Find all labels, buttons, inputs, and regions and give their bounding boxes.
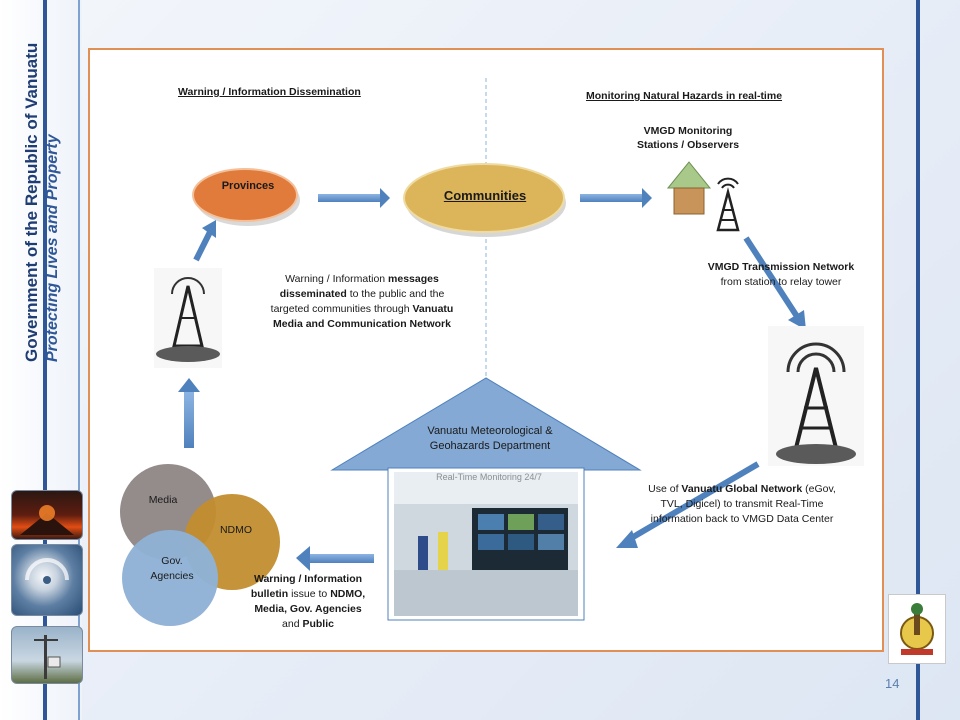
dissemination-text-3: targeted communities through: [270, 303, 413, 315]
arrow-relay-to-building: [616, 461, 760, 548]
slide-frame: Warning / Information Dissemination Moni…: [88, 48, 884, 652]
dissemination-bold-2: disseminated: [279, 288, 347, 300]
coat-of-arms-icon: [888, 594, 946, 664]
transmission-network-title: VMGD Transmission Network: [707, 261, 855, 273]
provinces-shape: [192, 168, 298, 222]
monitoring-stations-line2: Stations / Observers: [636, 139, 740, 151]
gov-agencies-circle-label: Gov. Agencies: [140, 554, 204, 584]
bulletin-bold-2: bulletin: [250, 588, 289, 600]
global-network-text-3: TVL, Digicel) to transmit Real-Time: [660, 498, 824, 510]
arrow-provinces-to-communities: [318, 188, 390, 208]
global-network-bold-1: Vanuatu Global Network: [681, 483, 803, 495]
bulletin-bold-1: Warning / Information: [253, 573, 363, 585]
sidebar-rule-right: [78, 0, 80, 720]
cyclone-thumbnail: [11, 544, 83, 616]
left-section-header: Warning / Information Dissemination: [178, 86, 361, 98]
volcano-thumbnail: [11, 490, 83, 540]
vmgd-building-line1: Vanuatu Meteorological &: [427, 425, 553, 437]
arrow-building-to-circles: [296, 546, 374, 571]
bulletin-bold-3: NDMO,: [330, 588, 366, 600]
global-network-text-1: Use of: [648, 483, 682, 495]
provinces-label: Provinces: [221, 180, 275, 192]
dissemination-text-1: Warning / Information: [285, 273, 389, 285]
global-network-label: Use of Vanuatu Global Network (eGov, TVL…: [624, 482, 860, 527]
dissemination-bold-3: Vanuatu: [412, 303, 454, 315]
arrow-tower-to-provinces: [193, 220, 216, 262]
diagram-canvas: [120, 78, 864, 626]
bulletin-text-2: and: [282, 618, 303, 630]
dissemination-text-2: to the public and the: [346, 288, 445, 300]
left-radio-tower-icon: [154, 268, 222, 368]
sidebar-rule-left: [43, 0, 47, 720]
global-network-text-4: information back to VMGD Data Center: [650, 513, 834, 525]
right-edge-rule: [916, 0, 920, 720]
bulletin-text-1: issue to: [288, 588, 331, 600]
sidebar-title: Government of the Republic of Vanuatu Pr…: [22, 43, 62, 362]
gov-agencies-line2: Agencies: [150, 570, 194, 582]
transmission-network-label: VMGD Transmission Network from station t…: [696, 260, 866, 290]
vmgd-building-label: Vanuatu Meteorological & Geohazards Depa…: [400, 424, 580, 454]
right-section-header: Monitoring Natural Hazards in real-time: [586, 90, 783, 102]
transmission-network-desc: from station to relay tower: [720, 276, 842, 288]
page-number: 14: [885, 676, 900, 691]
dissemination-message: Warning / Information messages dissemina…: [254, 272, 470, 332]
bulletin-label: Warning / Information bulletin issue to …: [246, 572, 370, 632]
communities-shape: [403, 163, 565, 233]
dissemination-bold-1: messages: [388, 273, 439, 285]
arrow-station-to-relay: [743, 236, 806, 330]
gov-agencies-line1: Gov.: [161, 555, 183, 567]
sidebar-title-line1: Government of the Republic of Vanuatu: [22, 42, 41, 362]
relay-tower-icon: [768, 326, 864, 466]
vmgd-building-line2: Geohazards Department: [429, 440, 551, 452]
station-radio-tower-icon: [716, 177, 740, 232]
monitoring-stations-line1: VMGD Monitoring: [643, 125, 733, 137]
global-network-text-2: (eGov,: [802, 483, 836, 495]
arrow-communities-to-stations: [580, 188, 652, 208]
weather-station-thumbnail: [11, 626, 83, 684]
hut-icon: [666, 161, 712, 215]
arrow-circles-to-tower: [178, 378, 200, 448]
ndmo-circle-label: NDMO: [219, 524, 253, 536]
gov-agencies-circle: [122, 530, 218, 626]
bulletin-bold-5: Public: [302, 618, 334, 630]
sidebar-title-line2: Protecting Lives and Property: [44, 134, 61, 362]
dissemination-bold-4: Media and Communication Network: [273, 318, 451, 330]
bulletin-bold-4: Media, Gov. Agencies: [254, 603, 362, 615]
communities-label: Communities: [443, 188, 527, 203]
operations-room-photo: [394, 472, 578, 616]
media-circle-label: Media: [148, 494, 178, 506]
monitoring-stations-label: VMGD Monitoring Stations / Observers: [618, 124, 758, 152]
photo-caption: Real-Time Monitoring 24/7: [436, 472, 542, 482]
